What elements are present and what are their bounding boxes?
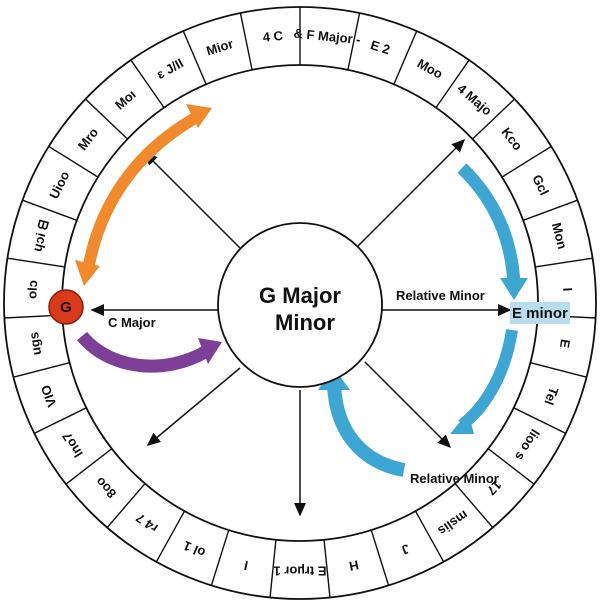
- ring-segment-label: & F Major -: [293, 25, 361, 47]
- center-title-line2: Minor: [275, 310, 335, 335]
- g-key-node: [48, 289, 84, 325]
- ring-divider: [65, 448, 113, 485]
- c-major-label: C Major: [108, 315, 156, 330]
- ring-segment-label: E 2: [369, 37, 392, 57]
- ring-divider: [530, 361, 587, 378]
- spoke-down-left: [146, 367, 241, 446]
- relative-minor-label-top: Relative Minor: [396, 288, 485, 303]
- ring-segment-label: olɔ: [24, 280, 40, 300]
- ring-segment-label: ugs: [26, 331, 44, 356]
- ring-divider: [13, 361, 70, 378]
- ring-segment-label: Tel: [541, 385, 561, 407]
- orange-arrowhead-bottom: [75, 260, 100, 286]
- center-title-line1: G Major: [259, 283, 341, 308]
- ring-divider: [269, 539, 277, 598]
- ring-divider: [22, 199, 78, 221]
- ring-segment-label: Uioo: [46, 169, 72, 202]
- ring-segment-label: E trµor 1: [273, 564, 326, 579]
- ring-divider: [48, 145, 99, 178]
- ring-segment-label: r4 7: [133, 510, 161, 536]
- ring-divider: [33, 407, 87, 434]
- ring-segment-label: Gcl: [529, 172, 552, 197]
- ring-segment-label: VIO: [38, 383, 60, 409]
- ring-segment-label: Moo: [415, 56, 446, 82]
- ring-divider: [435, 59, 470, 109]
- blue-arrowhead-middle: [450, 412, 474, 434]
- relative-minor-label-bottom: Relative Minor: [410, 471, 499, 486]
- ring-divider: [182, 30, 207, 85]
- ring-divider: [393, 30, 418, 85]
- ring-divider: [347, 12, 361, 71]
- ring-divider: [239, 12, 253, 71]
- blue-arc-arrow-top: [457, 163, 521, 286]
- purple-arc-arrow: [76, 331, 209, 373]
- ring-divider: [84, 98, 128, 140]
- purple-arrowhead: [198, 338, 222, 364]
- ring-segment-label: ɥɔi ᗺ: [29, 219, 51, 254]
- ring-segment-label: 8oo: [92, 474, 119, 501]
- ring-divider: [130, 59, 165, 109]
- ring-divider: [535, 257, 593, 268]
- orange-arc-arrow: [82, 112, 199, 272]
- ring-divider: [323, 539, 331, 598]
- ring-divider: [501, 145, 552, 178]
- ring-segment-label: I: [243, 558, 250, 573]
- spoke-up-left: [143, 151, 241, 249]
- ring-divider: [155, 510, 186, 563]
- spokes: [90, 138, 512, 517]
- ring-segment-label: Moı: [112, 87, 139, 113]
- g-key-label: G: [60, 299, 72, 316]
- ring-divider: [472, 98, 516, 140]
- ring-segment-label: Kco: [499, 125, 526, 154]
- ring-segment-label: J: [399, 541, 412, 558]
- spoke-down-right: [364, 361, 452, 449]
- e-minor-highlight: [510, 302, 570, 324]
- ring-segment-label: ol 1: [181, 538, 208, 561]
- ring-divider: [522, 199, 578, 221]
- ring-segment-label: lno7: [59, 429, 86, 460]
- blue-arrowhead-top: [500, 278, 528, 300]
- ring-segment-label: Mro: [75, 125, 101, 153]
- ring-segment-label: I: [560, 287, 575, 291]
- e-minor-label: E minor: [512, 305, 568, 322]
- blue-arc-arrow-bottom: [327, 384, 406, 477]
- ring-divider: [414, 510, 445, 563]
- ring-divider: [487, 448, 535, 485]
- ring-divider: [513, 407, 567, 434]
- ring-segment-label: E: [557, 338, 573, 349]
- ring-divider: [7, 257, 65, 268]
- ring-segment-label: lioo s: [512, 426, 543, 463]
- center-circle: [217, 222, 383, 388]
- spoke-up-right: [355, 138, 466, 249]
- ring-segment-label: 4 Majo: [454, 81, 495, 119]
- ring-segment-label: H: [348, 557, 360, 574]
- ring-divider: [370, 529, 390, 586]
- ring-segment-label: mslis: [435, 507, 471, 538]
- orange-arrowhead-top: [186, 104, 212, 128]
- blue-arc-arrow-middle: [458, 329, 518, 430]
- ring-divider: [106, 483, 146, 529]
- ring-segment-label: ɛ J/II: [154, 55, 186, 82]
- ring-segment-label: Mior: [204, 36, 235, 59]
- ring-divider: [210, 529, 230, 586]
- ring-segment-label: 4 C: [262, 28, 284, 45]
- ring-divider: [454, 483, 494, 529]
- ring-segment-label: Mon: [549, 221, 570, 251]
